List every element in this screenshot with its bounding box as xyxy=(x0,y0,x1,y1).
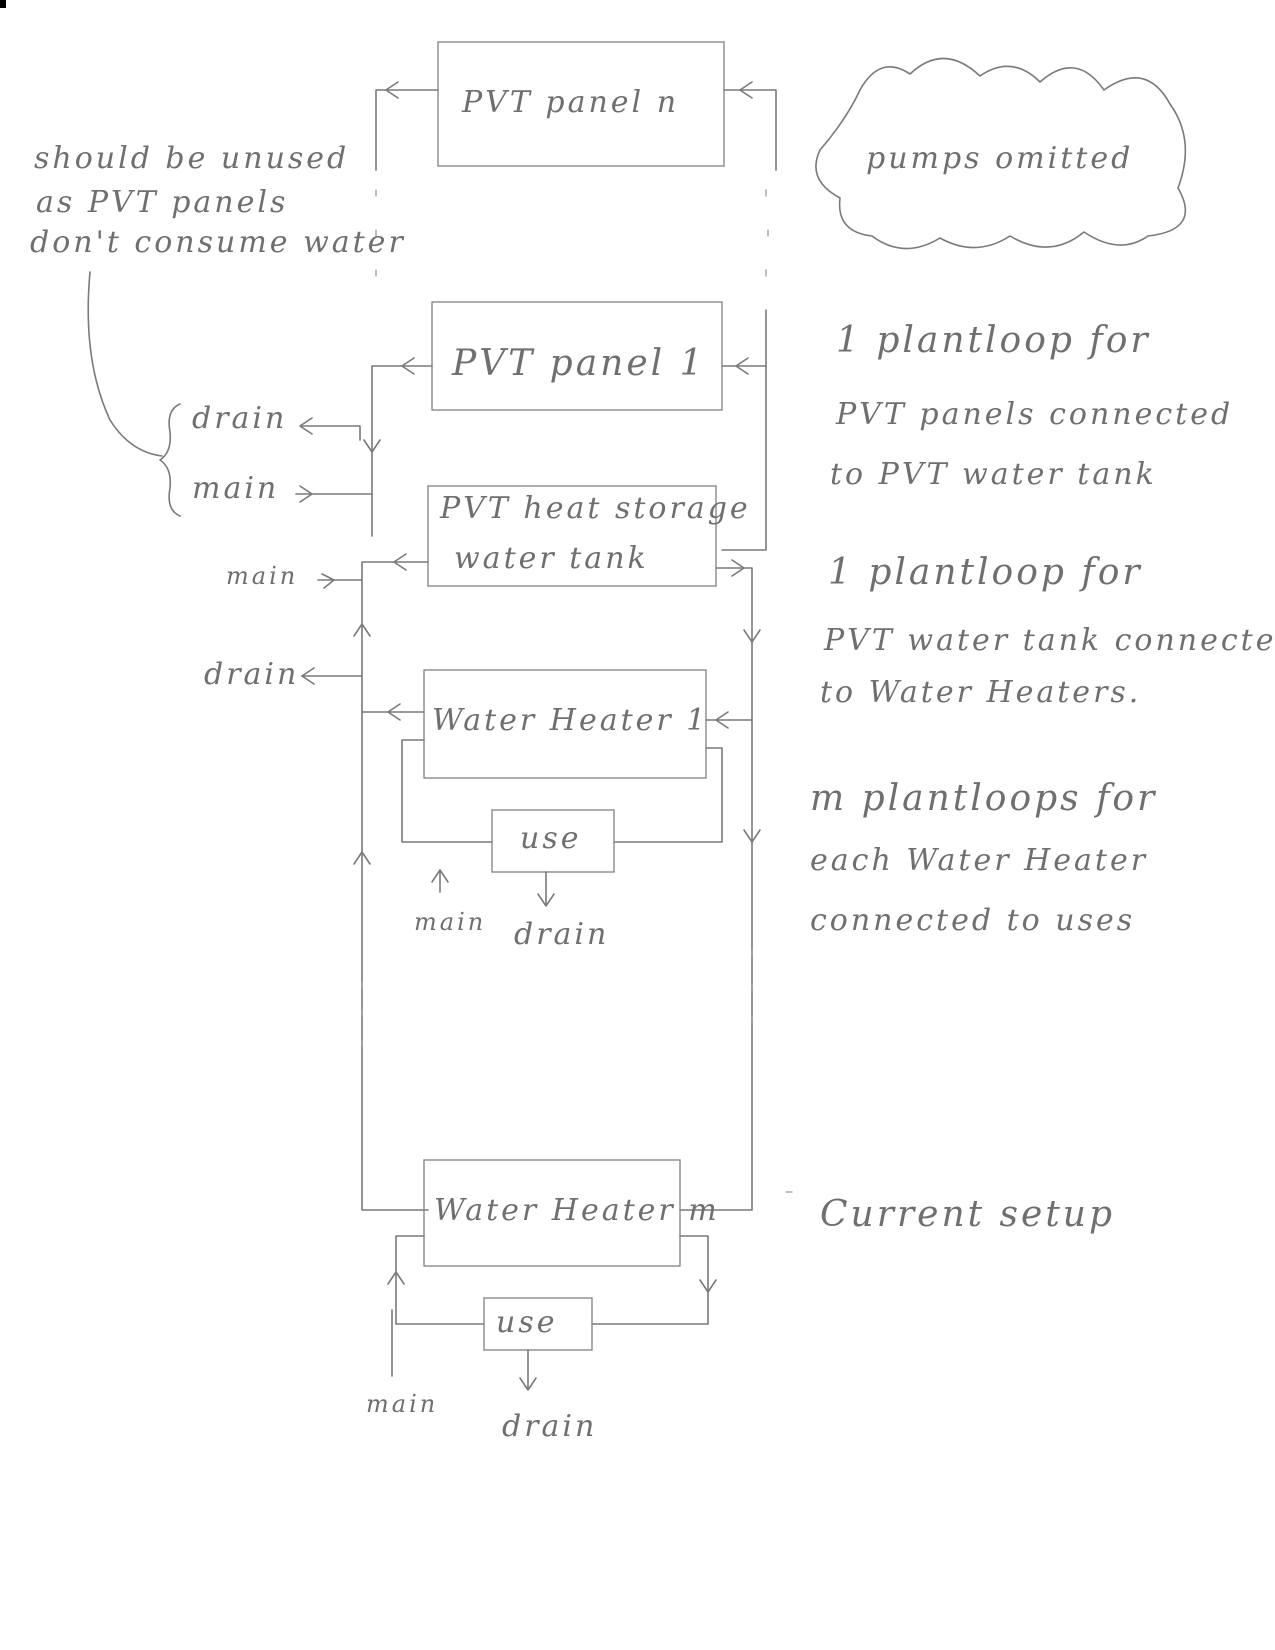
arrow-right-icon xyxy=(321,573,335,589)
water-heater-m-label: Water Heater m xyxy=(434,1193,720,1228)
arrow-up-icon xyxy=(353,851,371,865)
arrow-down-icon xyxy=(743,629,761,643)
tank-left-supply-pipe xyxy=(361,561,429,1211)
drain-upper-pipe xyxy=(301,425,361,441)
note-unused-2: as PVT panels xyxy=(36,185,288,220)
tank-to-panels-pipe xyxy=(721,309,767,551)
note-pointer-line xyxy=(87,271,163,457)
water-heater-1-label: Water Heater 1 xyxy=(432,703,708,738)
drain-wh1-label: drain xyxy=(514,917,609,952)
wh1-use-return xyxy=(613,747,723,843)
dots-right xyxy=(765,189,769,277)
arrow-left-icon xyxy=(739,81,753,99)
water-heater-m-box xyxy=(423,1159,681,1267)
arrow-left-icon xyxy=(387,703,401,721)
arrow-up-icon xyxy=(353,623,371,637)
wh1-use-supply xyxy=(401,739,493,843)
storage-tank-label-1: PVT heat storage xyxy=(439,491,751,526)
note-loop1-3: to PVT water tank xyxy=(830,457,1157,492)
whm-use-supply xyxy=(395,1235,485,1325)
pvt-panel-1-box xyxy=(431,301,723,411)
main-whm-label: main xyxy=(366,1390,438,1418)
drain-upper-label: drain xyxy=(192,401,287,436)
arrow-up-icon xyxy=(431,869,449,883)
brace xyxy=(159,403,181,517)
arrow-right-icon xyxy=(299,485,313,503)
main-wh1-label: main xyxy=(414,908,486,936)
storage-tank-box xyxy=(427,485,717,587)
pvt-panel-n-label: PVT panel n xyxy=(461,85,679,120)
arrow-right-icon xyxy=(731,559,745,577)
pvt-panel-1-label: PVT panel 1 xyxy=(451,343,706,384)
note-loop2-2: PVT water tank connected xyxy=(823,623,1275,658)
note-unused-1: should be unused xyxy=(34,141,349,176)
pvt-n-inlet-pipe xyxy=(723,89,777,171)
note-loop2-1: 1 plantloop for xyxy=(828,552,1143,593)
whm-use-return xyxy=(591,1235,709,1325)
arrow-up-icon xyxy=(387,1271,405,1285)
water-heater-1-box xyxy=(423,669,707,779)
arrow-left-icon xyxy=(401,357,415,375)
drain-whm-label: drain xyxy=(502,1409,597,1444)
note-loopm-2: each Water Heater xyxy=(810,843,1148,878)
tank-right-return-pipe xyxy=(679,567,753,1211)
note-loopm-1: m plantloops for xyxy=(810,778,1157,819)
arrow-left-icon xyxy=(301,667,315,685)
use-1-box xyxy=(491,809,615,873)
arrow-down-icon xyxy=(699,1279,717,1293)
storage-tank-label-2: water tank xyxy=(454,541,649,576)
note-pumps: pumps omitted xyxy=(866,141,1133,176)
use-m-label: use xyxy=(496,1305,557,1340)
note-loopm-3: connected to uses xyxy=(810,903,1135,938)
arrow-left-icon xyxy=(393,553,407,571)
use-m-box xyxy=(483,1297,593,1351)
arrow-down-icon xyxy=(363,439,381,453)
note-current: Current setup xyxy=(820,1194,1115,1235)
use-1-label: use xyxy=(520,821,581,856)
note-loop1-2: PVT panels connected xyxy=(835,397,1233,432)
pvt-panel-n-box xyxy=(437,41,725,167)
pumps-cloud-shape xyxy=(815,57,1187,250)
main-tank-label: main xyxy=(226,562,298,590)
pvt-1-outlet-pipe xyxy=(371,365,433,537)
arrow-down-icon xyxy=(743,829,761,843)
scan-corner-mark xyxy=(0,0,6,8)
note-loop1-1: 1 plantloop for xyxy=(836,320,1151,361)
note-unused-3: don't consume water xyxy=(30,225,406,260)
drain-tank-label: drain xyxy=(204,657,299,692)
arrow-left-icon xyxy=(735,357,749,375)
arrow-left-icon xyxy=(385,81,399,99)
arrow-down-icon xyxy=(519,1377,537,1391)
arrow-down-icon xyxy=(537,893,555,907)
main-upper-label: main xyxy=(192,471,279,506)
arrow-left-icon xyxy=(715,711,729,729)
note-loop2-3: to Water Heaters. xyxy=(820,675,1141,710)
pvt-n-outlet-pipe xyxy=(375,89,439,171)
arrow-left-icon xyxy=(299,417,313,435)
